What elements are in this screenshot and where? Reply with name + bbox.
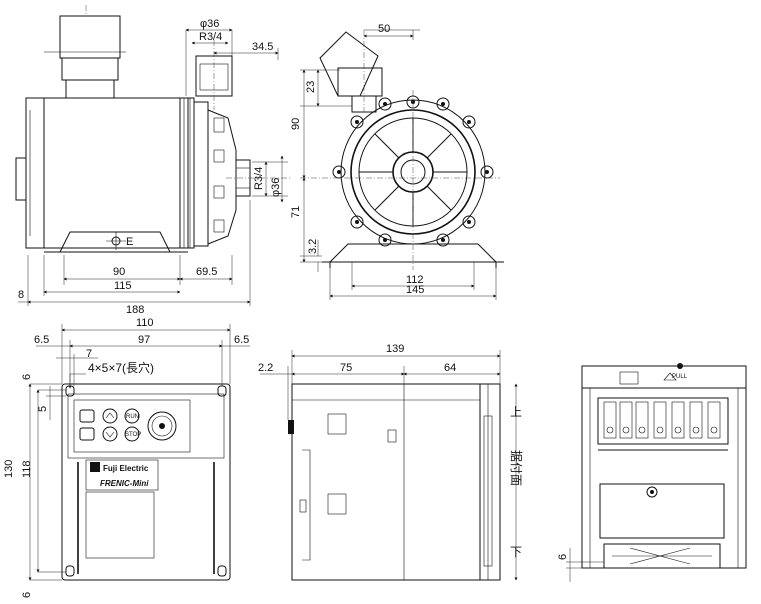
side-latch <box>288 420 294 434</box>
discharge-pipe <box>319 31 379 97</box>
dim-50: 50 <box>378 23 390 35</box>
motor-body <box>43 97 189 249</box>
dim-118: 118 <box>21 460 33 478</box>
dim-r34-top: R3/4 <box>199 31 222 43</box>
label-up: 上 <box>510 405 522 419</box>
dim-130: 130 <box>3 460 15 478</box>
dim-110: 110 <box>136 317 154 329</box>
dim-6-bottom-view: 6 <box>557 554 569 560</box>
motor-base <box>59 231 171 253</box>
stop-button <box>124 426 140 442</box>
terminal-cover-top <box>581 365 747 389</box>
label-mount-face: 据付面 <box>509 450 523 486</box>
dim-8: 8 <box>18 289 24 301</box>
run-label: RUN <box>126 414 139 420</box>
dim-6-bottom: 6 <box>21 592 33 598</box>
dim-r34-side: R3/4 <box>253 167 265 190</box>
cable-port-area <box>599 483 725 539</box>
dim-145: 145 <box>406 284 424 296</box>
inverter-side-body <box>291 383 501 581</box>
dim-2-2: 2.2 <box>258 362 273 374</box>
dim-188: 188 <box>126 304 144 316</box>
dim-64: 64 <box>444 362 456 374</box>
inverter-front-view: RUN STOP Fuji Electric FRENIC-Mini 110 9… <box>3 317 250 598</box>
front-cover <box>85 491 155 559</box>
mount-hole-tr <box>217 385 227 397</box>
terminal-block <box>597 397 729 445</box>
dim-112: 112 <box>406 274 424 286</box>
run-button <box>124 408 140 424</box>
dim-97: 97 <box>138 334 150 346</box>
inverter-terminal-view: PULL <box>557 363 747 582</box>
stop-label: STOP <box>125 432 141 438</box>
model-text: FRENIC-Mini <box>100 479 149 488</box>
hole-note: 4×5×7(長穴) <box>88 360 154 375</box>
dim-71: 71 <box>290 206 302 218</box>
down-key <box>102 426 118 442</box>
dim-3-2: 3.2 <box>307 239 319 254</box>
inverter-front-body <box>61 383 231 581</box>
dim-115: 115 <box>114 280 132 292</box>
brand-plate <box>85 459 159 491</box>
cooling-fan <box>603 543 721 569</box>
dim-5: 5 <box>37 406 49 412</box>
mount-hole-bl <box>65 565 75 577</box>
dim-23: 23 <box>305 81 317 93</box>
pull-label: PULL <box>672 374 688 380</box>
earth-label: E <box>126 236 133 248</box>
fuji-logo-icon <box>90 462 100 472</box>
keypad-panel <box>73 399 191 453</box>
dim-6-5-right: 6.5 <box>234 334 249 346</box>
frequency-dial <box>147 411 177 441</box>
pump-side-view: E φ36 R3/4 34.5 R3/4 φ36 90 69.5 115 188… <box>15 5 290 316</box>
dim-69-5: 69.5 <box>196 266 217 278</box>
dim-75: 75 <box>340 362 352 374</box>
dim-dia36-side: φ36 <box>270 178 282 197</box>
label-down: 下 <box>510 545 522 559</box>
dim-dia36-top: φ36 <box>200 18 219 30</box>
dim-90-side: 90 <box>113 266 125 278</box>
dim-6-5-left: 6.5 <box>34 334 49 346</box>
dim-34-5: 34.5 <box>252 41 273 53</box>
mount-hole-br <box>217 565 227 577</box>
pump-head <box>207 109 237 245</box>
dim-7: 7 <box>86 348 92 360</box>
terminal-body <box>581 387 747 569</box>
up-key <box>102 408 118 424</box>
dim-90-front: 90 <box>290 118 302 130</box>
pump-front-view: 50 23 90 71 3.2 112 145 <box>290 23 504 300</box>
housing-bolts <box>332 95 494 247</box>
keypad-buttons: RUN STOP <box>79 408 177 442</box>
dim-6-top: 6 <box>21 374 33 380</box>
inverter-side-view: 139 75 64 2.2 上 据付面 下 <box>258 343 523 581</box>
brand-text: Fuji Electric <box>103 464 149 473</box>
dim-139: 139 <box>386 343 404 355</box>
